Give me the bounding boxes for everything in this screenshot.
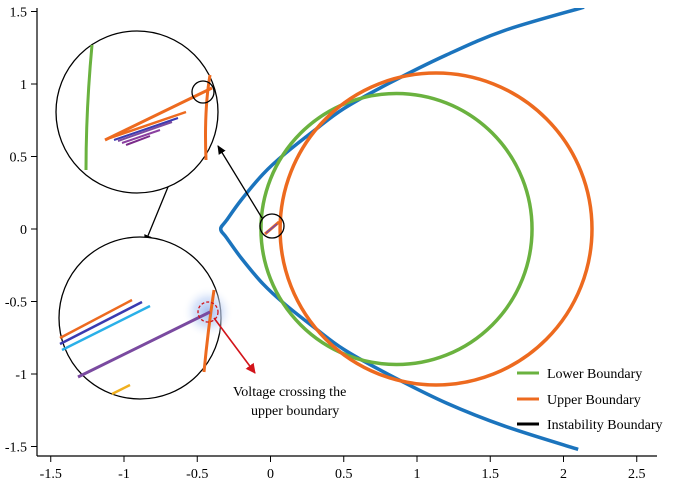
series-lower-boundary: [259, 91, 534, 367]
x-tick-label: 1.5: [482, 467, 500, 482]
y-tick-label: 0: [20, 223, 27, 238]
zoom-arrow-upper: [217, 145, 263, 219]
x-tick-label: 1: [414, 467, 421, 482]
legend-label-upper: Upper Boundary: [547, 393, 641, 408]
y-ticks: 1.5 1 0.5 0 -0.5 -1 -1.5: [5, 6, 37, 456]
annotation-line2: upper boundary: [251, 404, 339, 419]
x-tick-label: 0: [267, 467, 274, 482]
series-instability-boundary: [218, 8, 585, 452]
x-tick-label: 2.5: [628, 467, 646, 482]
x-tick-label: -0.5: [186, 467, 208, 482]
y-tick-label: 1: [20, 78, 27, 93]
zoom-inset-lower: [58, 236, 234, 400]
x-tick-label: 2: [560, 467, 567, 482]
y-tick-label: 0.5: [10, 151, 28, 166]
crossing-marker: [259, 213, 285, 239]
y-tick-label: 1.5: [10, 6, 28, 21]
legend: Lower Boundary Upper Boundary Instabilit…: [517, 367, 663, 433]
y-tick-label: -0.5: [5, 296, 27, 311]
x-tick-label: -1.5: [40, 467, 62, 482]
x-tick-label: -1: [118, 467, 130, 482]
y-tick-label: -1: [15, 368, 27, 383]
annotation-arrow: [213, 317, 256, 374]
x-ticks: -1.5 -1 -0.5 0 0.5 1 1.5 2 2.5: [40, 456, 646, 482]
zoom-inset-upper: [55, 30, 219, 194]
y-tick-label: -1.5: [5, 441, 27, 456]
series-upper-boundary: [278, 71, 594, 387]
legend-label-instability: Instability Boundary: [547, 418, 663, 433]
legend-label-lower: Lower Boundary: [547, 367, 642, 382]
annotation-line1: Voltage crossing the: [233, 385, 346, 400]
x-tick-label: 0.5: [335, 467, 353, 482]
